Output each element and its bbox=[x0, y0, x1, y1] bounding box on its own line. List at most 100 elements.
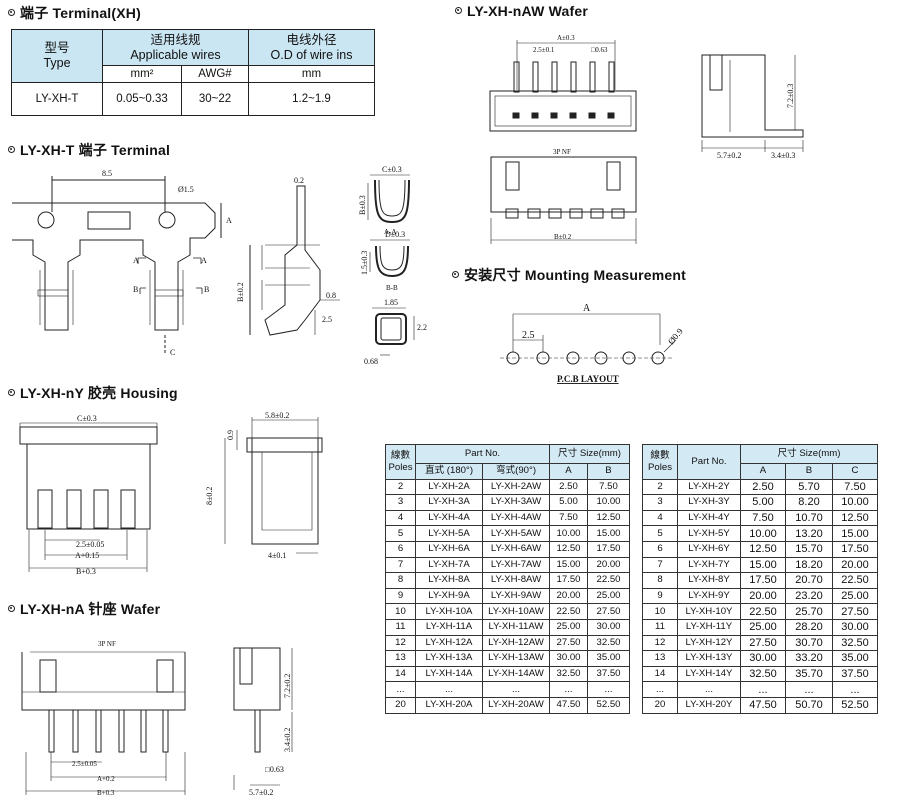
table-cell: LY-XH-8A bbox=[415, 572, 483, 589]
table-cell: 52.50 bbox=[832, 696, 878, 714]
dim-text: A+0.2 bbox=[97, 775, 115, 783]
table-cell: 5.00 bbox=[549, 494, 588, 511]
table-cell: LY-XH-11A bbox=[415, 618, 483, 636]
unit-mm: mm bbox=[248, 65, 375, 83]
table-cell: 8.20 bbox=[785, 494, 833, 511]
title-text: LY-XH-nAW Wafer bbox=[467, 3, 588, 19]
table-cell: 47.50 bbox=[549, 696, 588, 714]
table-cell: LY-XH-10AW bbox=[482, 603, 550, 620]
table-cell: 30.00 bbox=[549, 650, 588, 667]
table-cell: LY-XH-7A bbox=[415, 556, 483, 574]
table-cell: LY-XH-4Y bbox=[677, 509, 741, 527]
table-cell: 11 bbox=[642, 618, 678, 636]
table-cell: LY-XH-5A bbox=[415, 525, 483, 542]
table-cell: 9 bbox=[385, 587, 416, 605]
table-cell: 10.00 bbox=[587, 494, 630, 511]
table-cell: 32.50 bbox=[832, 634, 878, 652]
table-cell: 13 bbox=[385, 650, 416, 667]
table-cell: 22.50 bbox=[740, 603, 786, 620]
table-cell: 12.50 bbox=[549, 540, 588, 558]
dim-text: D±0.3 bbox=[385, 230, 405, 239]
awg-value: 30~22 bbox=[181, 82, 249, 116]
table-cell: LY-XH-14A bbox=[415, 665, 483, 683]
c-header: C bbox=[832, 463, 878, 480]
dim-text: □0.63 bbox=[591, 46, 608, 54]
table-cell: LY-XH-2A bbox=[415, 478, 483, 496]
table-cell: LY-XH-6AW bbox=[482, 540, 550, 558]
table-cell: ... bbox=[740, 681, 786, 698]
table-cell: 32.50 bbox=[587, 634, 630, 652]
table-cell: ... bbox=[642, 681, 678, 698]
table-cell: 22.50 bbox=[587, 572, 630, 589]
table-cell: LY-XH-4AW bbox=[482, 509, 550, 527]
table-cell: LY-XH-9Y bbox=[677, 587, 741, 605]
dim-text: A±0.3 bbox=[557, 34, 575, 42]
table-cell: ... bbox=[587, 681, 630, 698]
table-cell: 3 bbox=[642, 494, 678, 511]
table-cell: 2.50 bbox=[740, 478, 786, 496]
dim-text: A+0.15 bbox=[75, 551, 99, 560]
table-cell: 14 bbox=[385, 665, 416, 683]
dim-text: A bbox=[133, 256, 139, 265]
dim-text: 3.4±0.2 bbox=[283, 728, 292, 752]
table-cell: ... bbox=[549, 681, 588, 698]
table-cell: 27.50 bbox=[587, 603, 630, 620]
table-cell: LY-XH-3AW bbox=[482, 494, 550, 511]
dim-text: Ø1.5 bbox=[178, 185, 194, 194]
table-cell: 13 bbox=[642, 650, 678, 667]
table-row: ............... bbox=[642, 681, 878, 698]
dim-text: A bbox=[583, 303, 591, 314]
od-value: 1.2~1.9 bbox=[248, 82, 375, 116]
table-cell: ... bbox=[415, 681, 483, 698]
table-cell: 28.20 bbox=[785, 618, 833, 636]
table-cell: 25.70 bbox=[785, 603, 833, 620]
table-cell: ... bbox=[385, 681, 416, 698]
table-cell: 5.00 bbox=[740, 494, 786, 511]
section-title-terminal-xh: 端子 Terminal(XH) bbox=[8, 3, 141, 23]
table-cell: 6 bbox=[385, 540, 416, 558]
dim-text: 0.8 bbox=[326, 291, 336, 300]
table-cell: 7.50 bbox=[740, 509, 786, 527]
bullet-icon bbox=[8, 9, 15, 16]
table-cell: LY-XH-7Y bbox=[677, 556, 741, 574]
unit-awg: AWG# bbox=[181, 65, 249, 83]
table-cell: LY-XH-6A bbox=[415, 540, 483, 558]
dim-text: B±0.3 bbox=[358, 195, 367, 215]
dim-text: 3.4±0.3 bbox=[771, 151, 795, 160]
table-row: ............... bbox=[385, 681, 630, 698]
title-text: LY-XH-nA 针座 Wafer bbox=[20, 601, 161, 617]
table-cell: 50.70 bbox=[785, 696, 833, 714]
table-cell: 14 bbox=[642, 665, 678, 683]
dim-text: B±0.2 bbox=[554, 233, 572, 241]
table-cell: 27.50 bbox=[549, 634, 588, 652]
table-cell: 17.50 bbox=[832, 540, 878, 558]
housing-front-drawing bbox=[19, 422, 158, 572]
bullet-icon bbox=[452, 271, 459, 278]
dim-text: B bbox=[204, 285, 209, 294]
size-header: 尺寸 Size(mm) bbox=[549, 444, 630, 464]
table-cell: 7 bbox=[642, 556, 678, 574]
table-cell: LY-XH-12Y bbox=[677, 634, 741, 652]
cross-section-drawings bbox=[367, 174, 415, 356]
dim-text: 1.5±0.3 bbox=[360, 251, 369, 275]
table-cell: ... bbox=[677, 681, 741, 698]
dim-text: 8.5 bbox=[102, 169, 112, 178]
size-header: 尺寸 Size(mm) bbox=[740, 444, 878, 464]
table-cell: LY-XH-13Y bbox=[677, 650, 741, 667]
table-cell: 20.00 bbox=[587, 556, 630, 574]
table-cell: LY-XH-12AW bbox=[482, 634, 550, 652]
table-cell: LY-XH-12A bbox=[415, 634, 483, 652]
table-cell: 4 bbox=[642, 509, 678, 527]
table-cell: LY-XH-14Y bbox=[677, 665, 741, 683]
dim-text: Ø0.9 bbox=[666, 326, 685, 346]
